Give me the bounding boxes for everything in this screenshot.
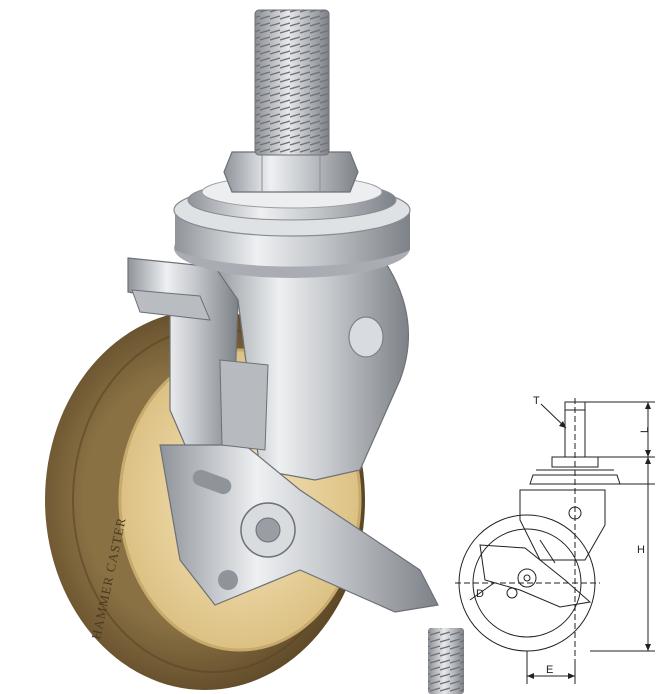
brake-slot (192, 469, 232, 495)
technical-drawing (455, 398, 655, 684)
threaded-stem (254, 9, 330, 156)
dim-label-e: E (546, 664, 553, 676)
dim-label-d: D (476, 588, 484, 600)
dim-label-h: H (637, 544, 645, 556)
brake-hole (218, 570, 238, 590)
fork-rivet (348, 316, 384, 358)
hex-nut (223, 151, 359, 193)
dim-label-t: T (533, 395, 540, 407)
spare-bolt (428, 628, 464, 694)
dim-label-l: L (639, 427, 651, 433)
wheel-hub-rim (118, 348, 362, 652)
drawing-arrowheads (527, 402, 651, 679)
brake-lever (159, 359, 439, 613)
caster-photo: HAMMER CASTER (45, 9, 464, 694)
